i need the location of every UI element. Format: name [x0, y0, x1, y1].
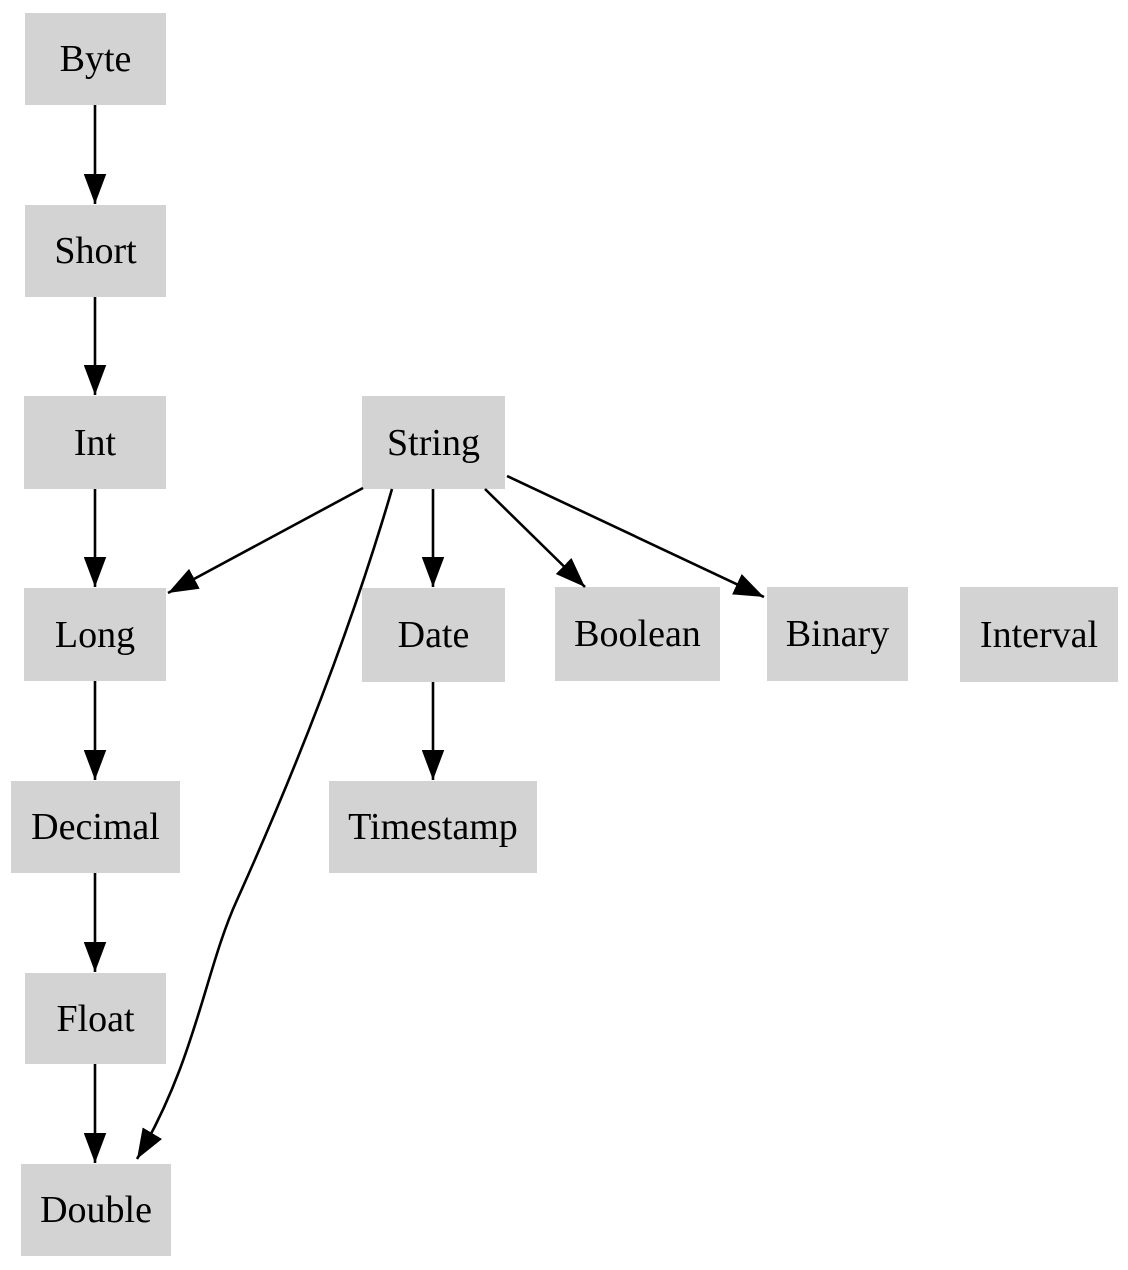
node-float-label: Float	[56, 997, 135, 1040]
node-decimal-label: Decimal	[31, 806, 160, 848]
node-boolean-label: Boolean	[574, 613, 701, 655]
node-binary: Binary	[767, 587, 908, 681]
node-string-label: String	[387, 421, 480, 464]
edge-string-boolean	[484, 488, 586, 588]
node-timestamp-label: Timestamp	[348, 806, 518, 848]
node-byte-label: Byte	[59, 38, 132, 80]
node-string: String	[362, 396, 505, 489]
node-float: Float	[25, 973, 166, 1064]
node-short-label: Short	[54, 230, 137, 272]
node-timestamp: Timestamp	[329, 781, 537, 873]
node-double: Double	[21, 1164, 171, 1256]
node-interval: Interval	[960, 587, 1118, 682]
node-long: Long	[24, 588, 166, 681]
node-byte: Byte	[25, 13, 166, 105]
node-int-label: Int	[73, 421, 117, 464]
node-int: Int	[24, 396, 166, 489]
node-double-label: Double	[40, 1189, 152, 1231]
node-short: Short	[25, 205, 166, 297]
node-date-label: Date	[397, 614, 470, 656]
node-decimal: Decimal	[11, 781, 180, 873]
node-interval-label: Interval	[979, 613, 1099, 656]
node-binary-label: Binary	[785, 613, 890, 655]
node-boolean: Boolean	[555, 587, 720, 681]
node-date: Date	[362, 588, 505, 682]
edge-string-long	[167, 486, 364, 595]
node-long-label: Long	[54, 613, 136, 656]
edge-string-binary	[506, 474, 765, 599]
